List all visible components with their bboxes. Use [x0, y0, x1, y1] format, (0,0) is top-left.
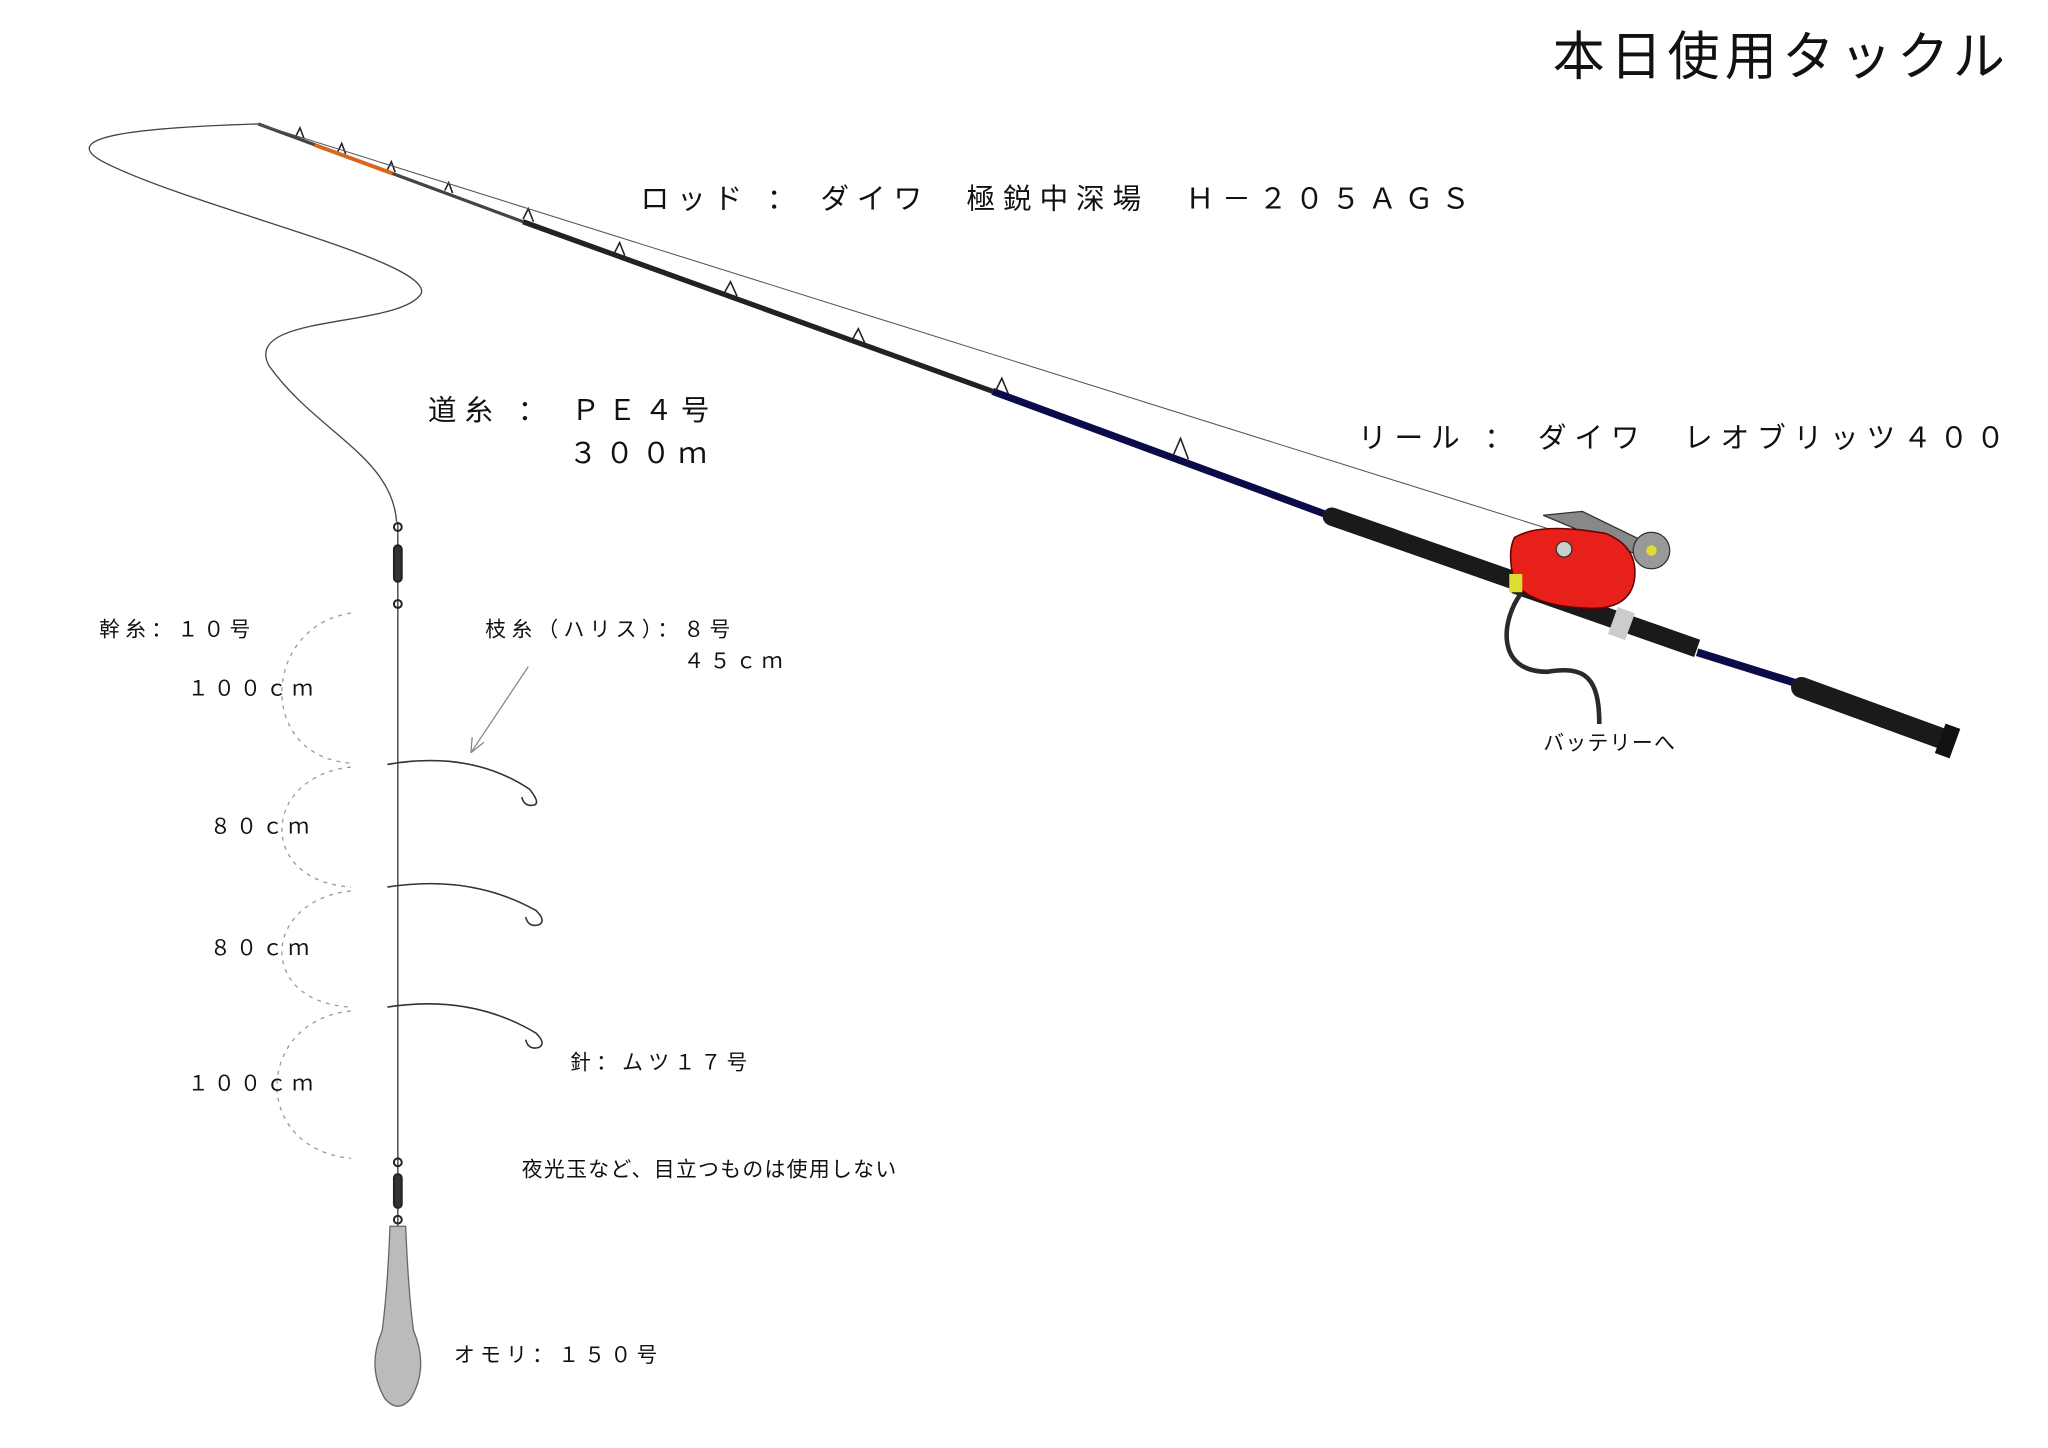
main-line-label: 道糸 ： ＰＥ４号 [428, 393, 718, 427]
battery-note: バッテリーへ [1543, 731, 1676, 755]
trunk-line-label: 幹糸：１０号 [99, 618, 255, 642]
battery-cable [1504, 592, 1602, 725]
main-line-length: ３００ｍ [569, 436, 715, 470]
swivel-icon [392, 522, 403, 1225]
spacing-label: １００ｃｍ [188, 676, 318, 700]
hook-label: 針：ムツ１７号 [570, 1051, 753, 1075]
branch-line-label: 枝糸（ハリス）：８号 [485, 618, 735, 642]
rig-note: 夜光玉など、目立つものは使用しない [522, 1158, 898, 1182]
main-line [88, 123, 423, 522]
spacing-label: １００ｃｍ [188, 1072, 318, 1096]
page-title: 本日使用タックル [1553, 27, 2011, 87]
rod-label: ロッド ： ダイワ 極鋭中深場 Ｈ－２０５ＡＧＳ [640, 182, 1477, 216]
sinker-icon [374, 1225, 422, 1407]
electric-reel [1504, 510, 1671, 725]
sinker-label: オモリ：１５０号 [454, 1343, 663, 1367]
spacing-label: ８０ｃｍ [210, 815, 314, 839]
branch-lines [387, 759, 543, 1049]
spacing-label: ８０ｃｍ [210, 936, 314, 960]
reel-label: リール ： ダイワ レオブリッツ４００ [1358, 420, 2013, 454]
branch-length-label: ４５ｃｍ [684, 649, 788, 673]
